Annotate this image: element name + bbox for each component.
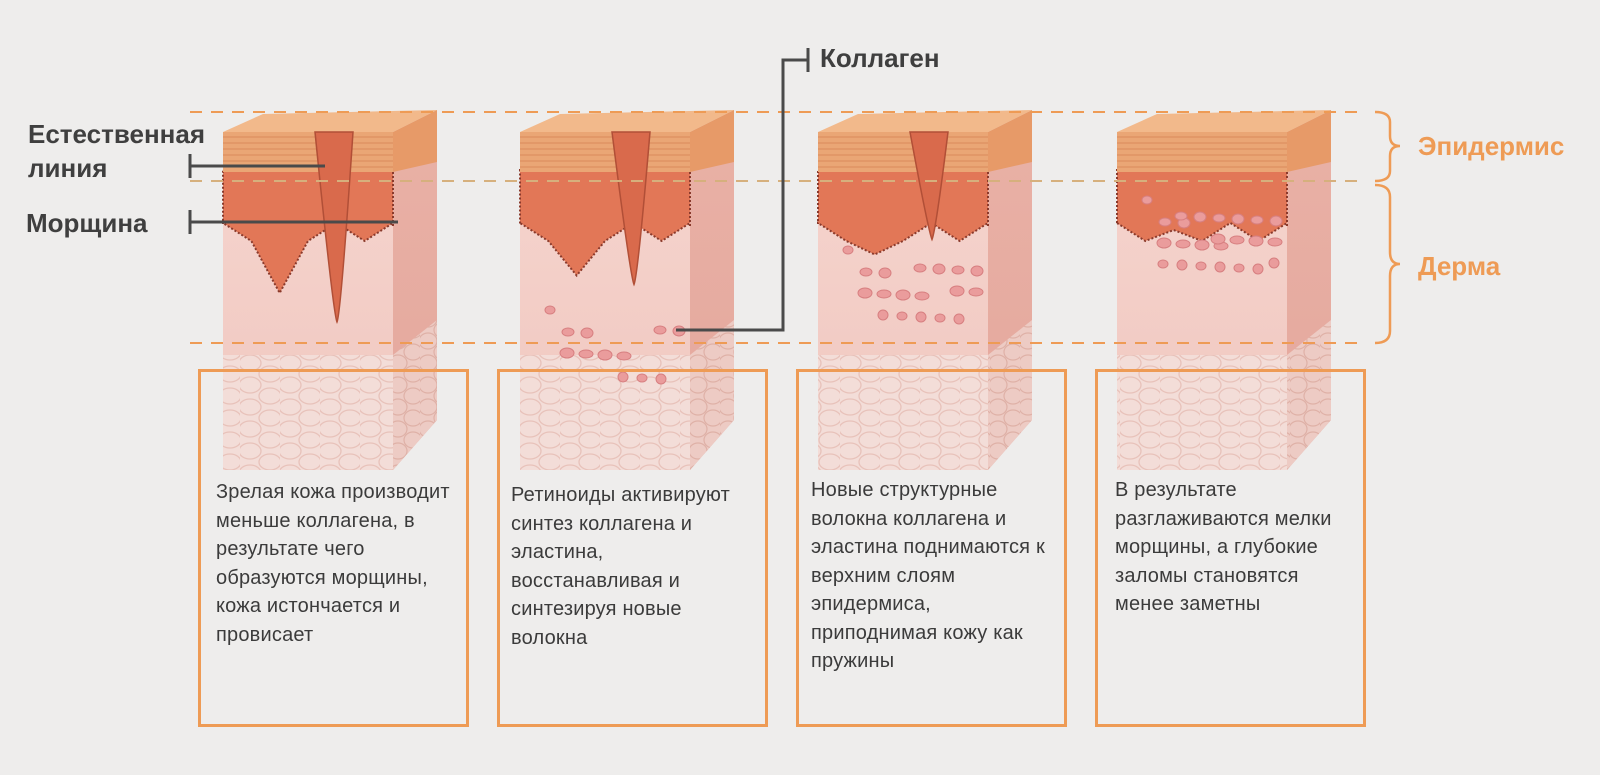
skin-block-result	[1116, 110, 1331, 470]
collagen-dot	[1195, 261, 1207, 271]
dermis-bracket	[1374, 183, 1401, 345]
stratum-side	[1287, 110, 1331, 172]
collagen-dot	[1229, 235, 1245, 245]
wrinkle-groove	[314, 131, 354, 325]
collagen-dot	[878, 267, 892, 279]
collagen-dot	[1214, 261, 1226, 273]
natural-line-label: Естественная линия	[28, 119, 205, 183]
collagen-dot	[877, 309, 889, 321]
wrinkle-groove	[611, 131, 651, 287]
fat-cells-front	[818, 355, 988, 470]
collagen-dot	[951, 265, 965, 275]
collagen-dot	[616, 351, 632, 361]
collagen-label: Коллаген	[820, 43, 940, 73]
collagen-dot	[1248, 235, 1264, 247]
skin-block-new-fibers	[817, 110, 1032, 470]
stratum-front	[1117, 132, 1287, 172]
fat-cells-side	[393, 320, 437, 470]
caption-box-mature	[198, 369, 469, 727]
caption-box-new-fibers	[796, 369, 1067, 727]
collagen-dot	[949, 285, 965, 297]
fat-cells-front	[1117, 355, 1287, 470]
collagen-dot	[1250, 215, 1264, 225]
collagen-dot	[895, 289, 911, 301]
fat-cells-side	[1287, 320, 1331, 470]
collagen-dot	[1157, 259, 1169, 269]
dermis-label: Дерма	[1418, 251, 1501, 281]
collagen-pointer	[676, 48, 810, 332]
collagen-dot	[1194, 239, 1210, 251]
collagen-dot	[1193, 211, 1207, 223]
natural-line-pointer	[188, 154, 325, 178]
fat-cells-front	[223, 355, 393, 470]
collagen-dot	[1174, 211, 1188, 221]
collagen-dot	[1158, 217, 1172, 227]
wrinkle-groove	[909, 131, 949, 242]
collagen-dot	[859, 267, 873, 277]
wrinkle-label: Морщина	[26, 208, 148, 238]
fat-cells-side	[988, 320, 1032, 470]
collagen-dot	[1268, 257, 1280, 269]
top-face	[520, 110, 734, 132]
top-face	[818, 110, 1032, 132]
collagen-dot	[896, 311, 908, 321]
caption-box-result	[1095, 369, 1366, 727]
epidermis-bracket	[1374, 110, 1401, 183]
collagen-dot	[1176, 259, 1188, 271]
collagen-dot	[1175, 239, 1191, 249]
skin-block-retinoids	[519, 110, 734, 470]
collagen-dot	[636, 373, 648, 383]
wrinkle-pointer	[188, 210, 398, 234]
stratum-front	[818, 132, 988, 172]
fat-cells-side	[690, 320, 734, 470]
stratum-front	[520, 132, 690, 172]
collagen-dot	[1252, 263, 1264, 275]
collagen-dot	[544, 305, 556, 315]
collagen-dot	[1233, 263, 1245, 273]
collagen-dot	[617, 371, 629, 383]
collagen-dot	[578, 349, 594, 359]
collagen-dot	[655, 373, 667, 385]
caption-box-retinoids	[497, 369, 768, 727]
collagen-dot	[915, 311, 927, 323]
collagen-dot	[1267, 237, 1283, 247]
collagen-dot	[913, 263, 927, 273]
collagen-dot	[1212, 213, 1226, 223]
collagen-dot	[561, 327, 575, 337]
collagen-dot	[932, 263, 946, 275]
collagen-dot	[934, 313, 946, 323]
collagen-dot	[953, 313, 965, 325]
epidermis-band	[519, 169, 691, 278]
collagen-dot	[876, 289, 892, 299]
top-face	[1117, 110, 1331, 132]
collagen-dot	[970, 265, 984, 277]
collagen-dot	[1141, 195, 1153, 205]
stratum-side	[988, 110, 1032, 172]
collagen-dot	[1156, 237, 1172, 249]
caption-result: В результате разглаживаются мелки морщин…	[1115, 479, 1332, 615]
collagen-dot	[559, 347, 575, 359]
stratum-side	[690, 110, 734, 172]
collagen-dot	[1210, 233, 1226, 245]
collagen-dot	[580, 327, 594, 339]
caption-new-fibers: Новые структурные волокна коллагена и эл…	[811, 479, 1045, 672]
epidermis-band	[817, 169, 989, 256]
caption-retinoids: Ретиноиды активируют синтез коллагена и …	[511, 484, 731, 649]
collagen-dot	[914, 291, 930, 301]
stratum-side	[393, 110, 437, 172]
caption-mature: Зрелая кожа производит меньше коллагена,…	[216, 481, 450, 646]
collagen-dot	[1231, 213, 1245, 225]
top-face	[223, 110, 437, 132]
epidermis-label: Эпидермис	[1418, 131, 1565, 161]
collagen-dot	[968, 287, 984, 297]
collagen-dot	[653, 325, 667, 335]
collagen-dot	[597, 349, 613, 361]
collagen-dot	[857, 287, 873, 299]
collagen-dot	[1269, 215, 1283, 227]
collagen-dot	[842, 245, 854, 255]
